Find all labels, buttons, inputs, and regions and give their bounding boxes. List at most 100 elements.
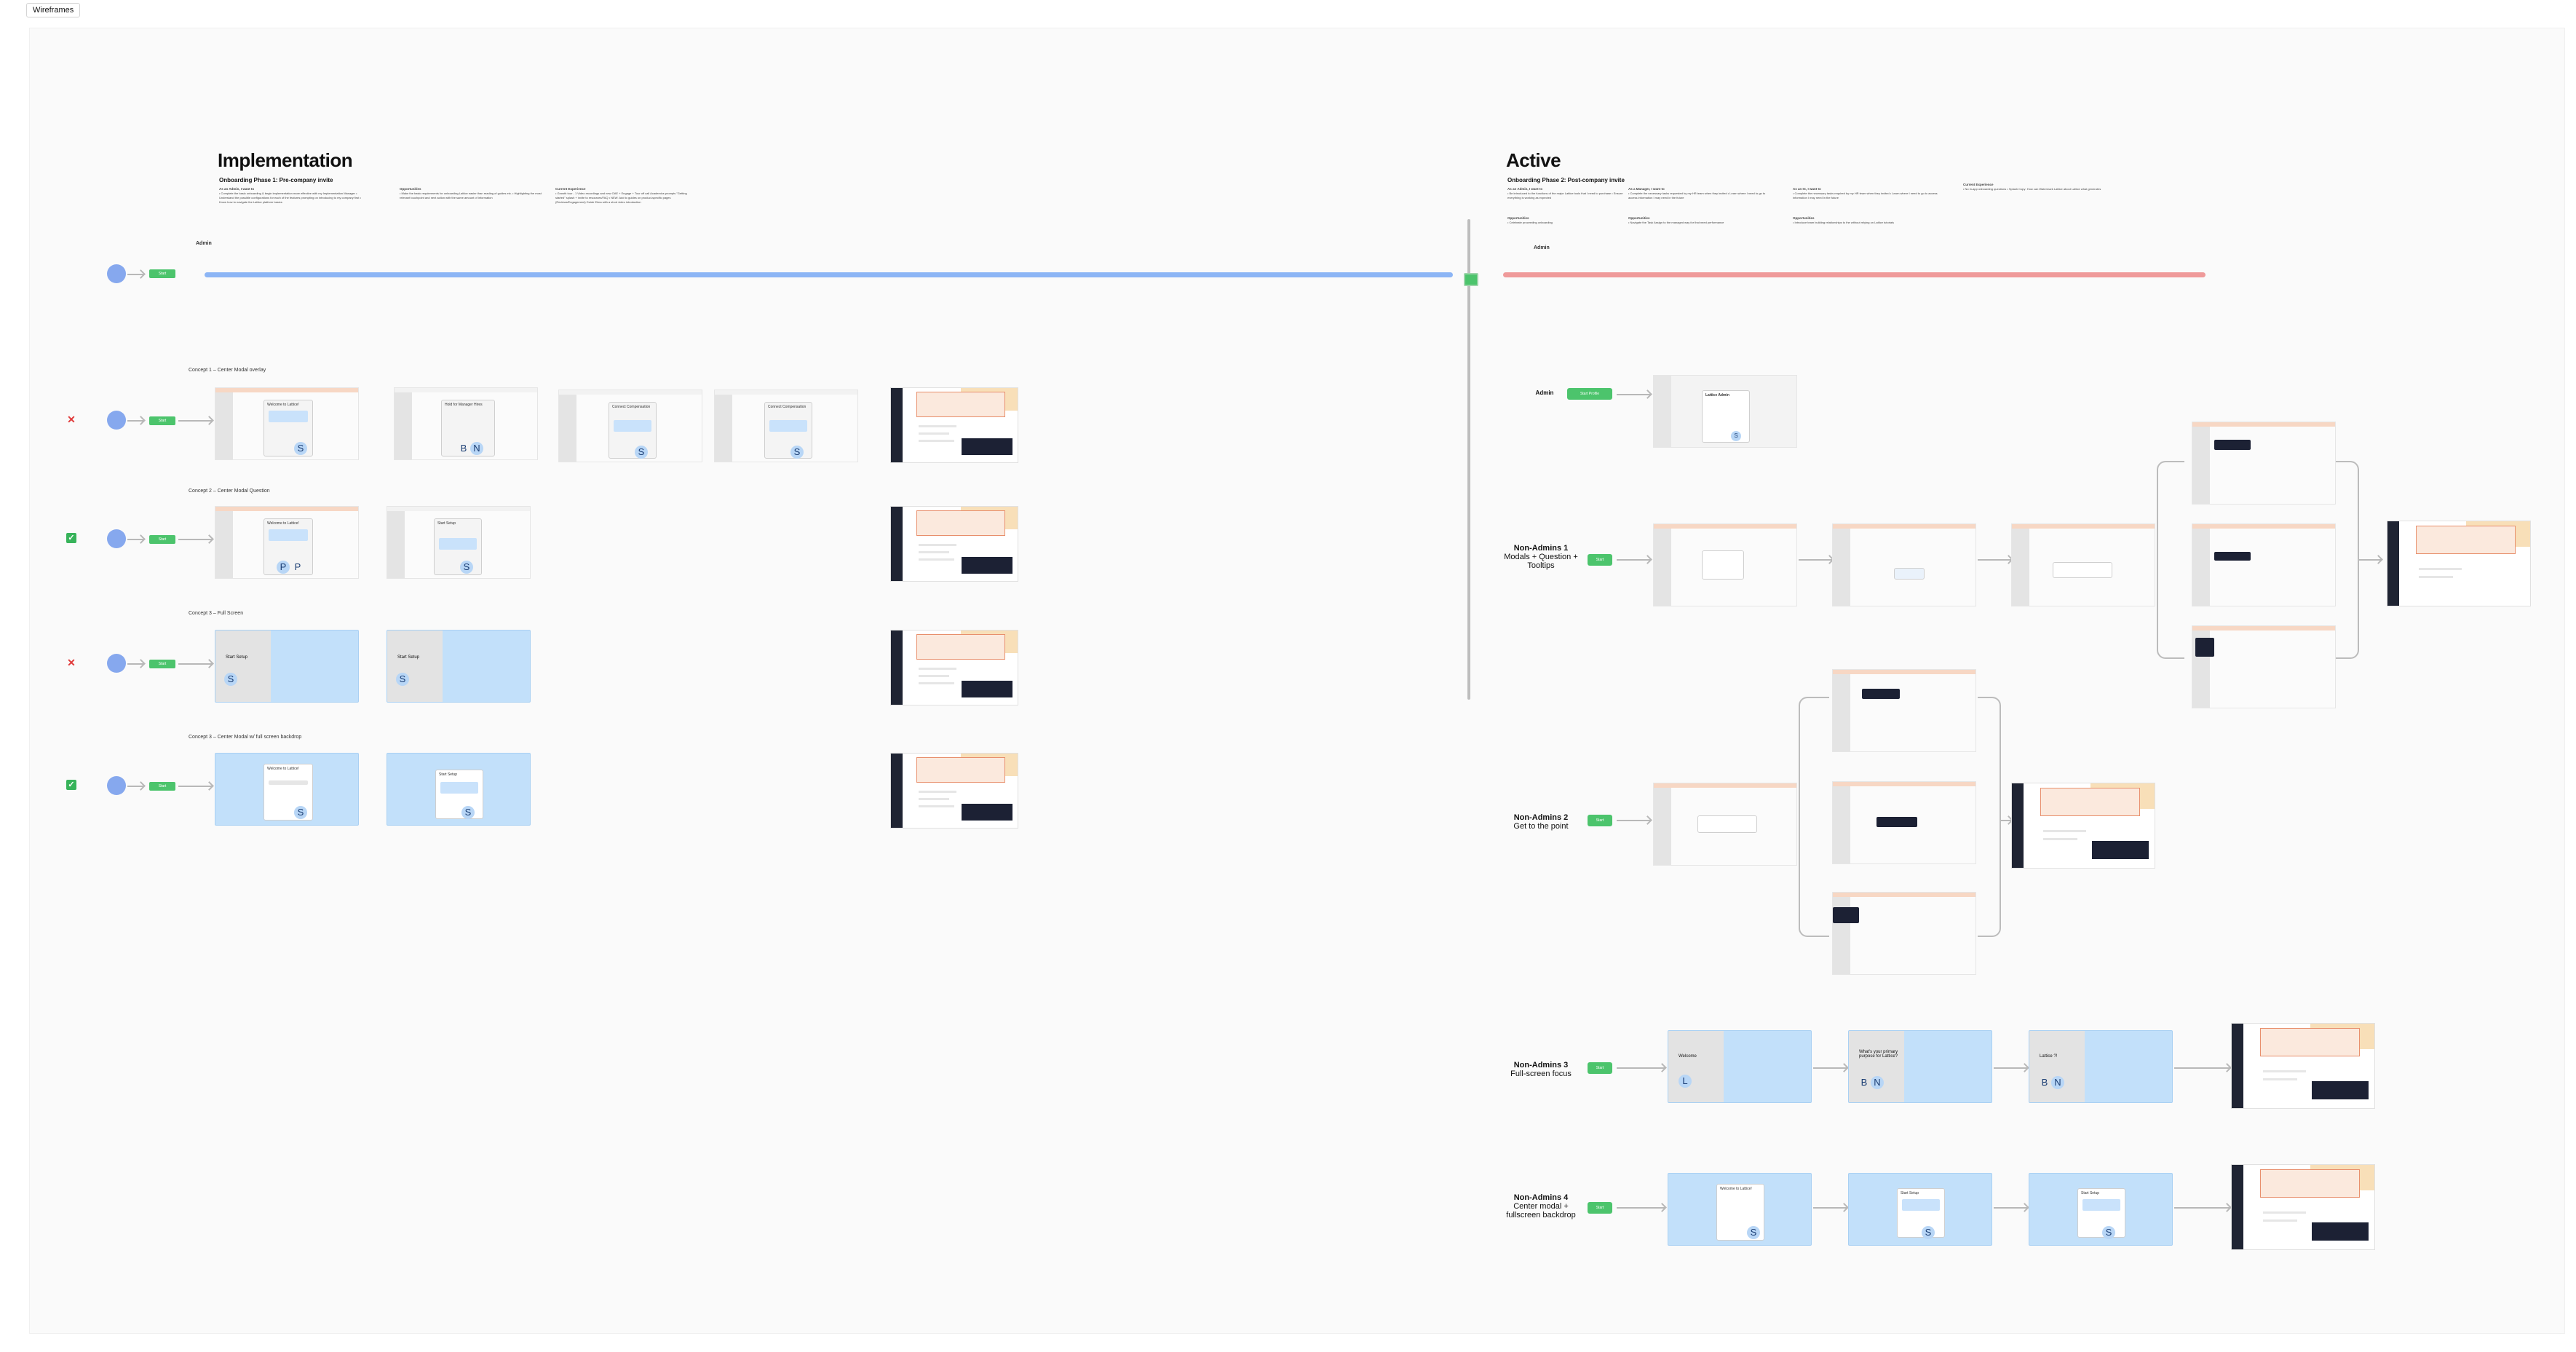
panel-title: Lattice ?! <box>2040 1054 2058 1059</box>
modal-backdrop-panel[interactable]: Welcome to Lattice!S <box>1668 1173 1812 1246</box>
avatar: B <box>1860 1077 1868 1088</box>
active-title: Active <box>1506 149 1561 171</box>
wireframe-screen[interactable] <box>2192 625 2336 708</box>
implementation-subtitle: Onboarding Phase 1: Pre-company invite <box>219 177 333 183</box>
start-pill[interactable]: Start <box>149 660 175 668</box>
branch-connector <box>2336 461 2359 659</box>
note-body: • Navigate the Task Assign to the manage… <box>1628 221 1724 224</box>
divider-handle[interactable] <box>1464 273 1478 286</box>
avatar: B <box>2041 1077 2048 1088</box>
start-pill[interactable]: Start <box>1588 815 1612 826</box>
wireframe-screen[interactable]: Welcome to Lattice! S <box>215 387 359 460</box>
arrow <box>1617 394 1650 395</box>
row-desc: Modals + Question + Tooltips <box>1504 553 1578 570</box>
avatar: S <box>2102 1226 2115 1239</box>
modal <box>2053 562 2112 578</box>
modal-title: Welcome to Lattice! <box>1720 1187 1752 1191</box>
row-desc: Full-screen focus <box>1510 1070 1572 1078</box>
wireframe-screen[interactable] <box>2192 523 2336 606</box>
note-head: Opportunities <box>1628 216 1650 220</box>
arrow <box>1617 1067 1665 1069</box>
app-screenshot[interactable] <box>2387 521 2531 606</box>
start-pill[interactable]: Start <box>149 416 175 425</box>
concept-title: Concept 3 – Center Modal w/ full screen … <box>189 735 302 740</box>
wireframe-screen[interactable]: Connect Compensation S <box>714 390 858 462</box>
app-screenshot[interactable] <box>890 387 1018 463</box>
modal <box>1697 815 1757 833</box>
wireframe-screen[interactable] <box>1653 783 1797 866</box>
whiteboard-canvas: Implementation Onboarding Phase 1: Pre-c… <box>29 28 2565 1334</box>
arrow <box>178 786 212 787</box>
app-screenshot[interactable] <box>2231 1023 2375 1109</box>
avatar: S <box>635 446 648 459</box>
arrow <box>178 663 212 665</box>
app-screenshot[interactable] <box>2231 1164 2375 1250</box>
timeline-active <box>1503 272 2206 277</box>
app-screenshot[interactable] <box>890 506 1018 582</box>
concept-title: Concept 2 – Center Modal Question <box>189 489 270 494</box>
note-body: • Complete the basic onboarding & begin … <box>219 191 361 204</box>
arrow <box>2174 1207 2230 1209</box>
wireframe-screen[interactable] <box>1832 523 1976 606</box>
wireframe-screen[interactable] <box>1832 669 1976 752</box>
wireframe-screen[interactable] <box>1832 781 1976 864</box>
avatar: S <box>461 806 475 819</box>
fullscreen-panel[interactable]: Start Setup S <box>215 630 359 703</box>
avatar: L <box>1679 1075 1692 1088</box>
avatar: P <box>294 561 301 572</box>
center-modal: Connect Compensation <box>609 402 657 459</box>
wireframe-screen[interactable] <box>2011 523 2155 606</box>
start-profile-pill[interactable]: Start Profile <box>1567 388 1612 400</box>
note-head: As an Admin, I want to <box>1507 187 1543 191</box>
reject-x-icon: ✕ <box>67 657 76 668</box>
wireframe-screen[interactable]: Start Setup S <box>387 506 531 579</box>
start-pill[interactable]: Start <box>1588 1202 1612 1214</box>
center-modal: Start Setup <box>435 770 483 819</box>
arrow <box>1617 1207 1665 1209</box>
avatar: N <box>1871 1076 1884 1089</box>
modal-title: Hold for Manager Hires <box>445 403 483 407</box>
arrow <box>1617 820 1650 821</box>
app-screenshot[interactable] <box>890 630 1018 705</box>
avatar: S <box>1731 431 1741 441</box>
user-circle <box>107 264 126 283</box>
user-circle <box>107 411 126 430</box>
modal-title: Connect Compensation <box>768 405 807 409</box>
modal-backdrop-panel[interactable]: Start Setup S <box>387 753 531 826</box>
fullscreen-panel[interactable]: What's your primary purpose for Lattice?… <box>1848 1030 1992 1103</box>
wireframe-screen[interactable] <box>2192 422 2336 505</box>
arrow <box>2001 820 2011 821</box>
start-pill[interactable]: Start <box>149 269 175 278</box>
wireframe-screen[interactable] <box>1832 892 1976 975</box>
wireframe-screen[interactable]: Welcome to Lattice! P P <box>215 506 359 579</box>
wireframe-screen[interactable]: Hold for Manager Hires B N <box>394 387 538 460</box>
app-screenshot[interactable] <box>890 753 1018 829</box>
wireframe-screen[interactable]: Lattice Admin S <box>1653 375 1797 448</box>
app-screenshot[interactable] <box>2011 783 2155 869</box>
user-circle <box>107 776 126 795</box>
start-pill[interactable]: Start <box>1588 554 1612 566</box>
arrow <box>1994 1067 2027 1069</box>
wireframe-screen[interactable] <box>1653 523 1797 606</box>
page-tag[interactable]: Wireframes <box>26 3 81 17</box>
fullscreen-panel[interactable]: Start Setup S <box>387 630 531 703</box>
concept-title: Concept 1 – Center Modal overlay <box>189 368 266 373</box>
modal-backdrop-panel[interactable]: Welcome to Lattice! S <box>215 753 359 826</box>
note-block: As an IC, I want to• Complete the necess… <box>1793 187 1938 200</box>
tooltip <box>1894 568 1925 580</box>
note-body: • No in-app onboarding questions • Splas… <box>1963 187 2101 191</box>
wireframe-screen[interactable]: Connect Compensation S <box>558 390 702 462</box>
row-name: Non-Admins 1 <box>1513 544 1569 553</box>
phase-divider[interactable] <box>1467 219 1470 700</box>
start-pill[interactable]: Start <box>1588 1062 1612 1074</box>
modal-title: Lattice Admin <box>1705 393 1729 398</box>
start-pill[interactable]: Start <box>149 782 175 791</box>
start-pill[interactable]: Start <box>149 535 175 544</box>
note-head: Opportunities <box>400 187 421 191</box>
center-modal: Welcome to Lattice! <box>263 400 313 456</box>
